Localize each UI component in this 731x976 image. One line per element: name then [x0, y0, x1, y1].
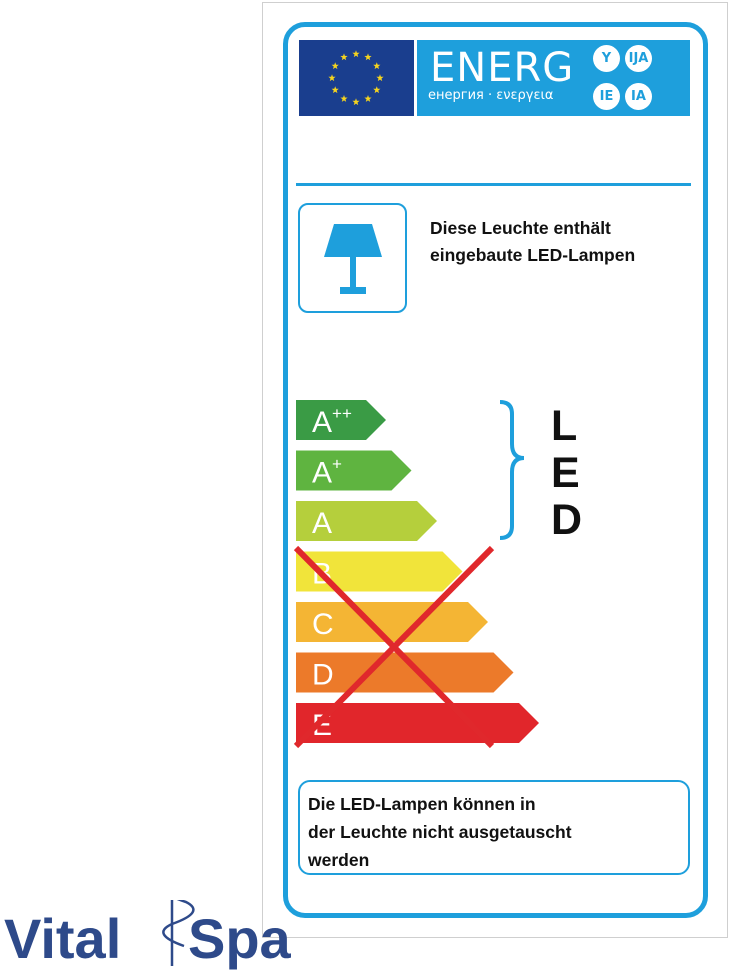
eu-star [331, 86, 339, 94]
energy-class-arrow [296, 652, 514, 693]
replace-notice-line2: der Leuchte nicht ausgetauscht [308, 822, 572, 842]
eu-star [352, 98, 360, 106]
eu-star [373, 86, 381, 94]
lamp-notice: Diese Leuchte enthält eingebaute LED-Lam… [430, 215, 700, 269]
caduceus-icon [162, 900, 195, 966]
led-bracket [499, 400, 525, 540]
badge-ija: IJA [625, 45, 652, 72]
eu-star [340, 95, 348, 102]
lamp-notice-line2: eingebaute LED-Lampen [430, 245, 636, 265]
led-letter-e: E [551, 449, 580, 497]
energy-class-arrow [296, 400, 386, 440]
divider [296, 183, 691, 186]
eu-star [328, 74, 336, 82]
eu-star [331, 62, 339, 70]
vitalispa-logo: Vital Spa [4, 900, 292, 970]
energy-class-arrow [296, 450, 412, 491]
eu-flag [299, 40, 414, 116]
energy-header: ENERG енергия · ενεργεια Y IJA IE IA [417, 40, 690, 116]
badge-y: Y [593, 45, 620, 72]
lamp-icon-box [298, 203, 407, 313]
energy-class-label: A [312, 507, 332, 540]
energy-class-arrow [296, 551, 463, 592]
badge-ie: IE [593, 83, 620, 110]
brand-left: Vital [4, 907, 121, 970]
energy-title: ENERG [430, 45, 575, 91]
eu-star [340, 53, 348, 61]
table-lamp-icon [324, 224, 382, 294]
lamp-notice-line1: Diese Leuchte enthält [430, 218, 611, 238]
energy-subtitle: енергия · ενεργεια [428, 88, 554, 103]
cross-out-line [293, 545, 495, 749]
brand-right: Spa [188, 907, 292, 970]
badge-ia: IA [625, 83, 652, 110]
led-letter-d: D [551, 496, 583, 544]
eu-star [364, 53, 372, 61]
energy-class-label: C [312, 608, 334, 641]
replace-notice-line1: Die LED-Lampen können in [308, 794, 536, 814]
energy-class-label: D [312, 659, 334, 692]
replace-notice-line3: werden [308, 850, 370, 870]
energy-class-arrow [296, 501, 437, 541]
eu-star [373, 62, 381, 70]
eu-star [352, 50, 360, 58]
eu-star [376, 74, 384, 82]
eu-stars-icon [328, 50, 384, 106]
led-letter-l: L [551, 402, 578, 450]
replace-notice: Die LED-Lampen können in der Leuchte nic… [308, 790, 688, 874]
eu-star [364, 95, 372, 102]
replace-notice-box [298, 780, 690, 875]
energy-class-arrow [296, 602, 488, 642]
